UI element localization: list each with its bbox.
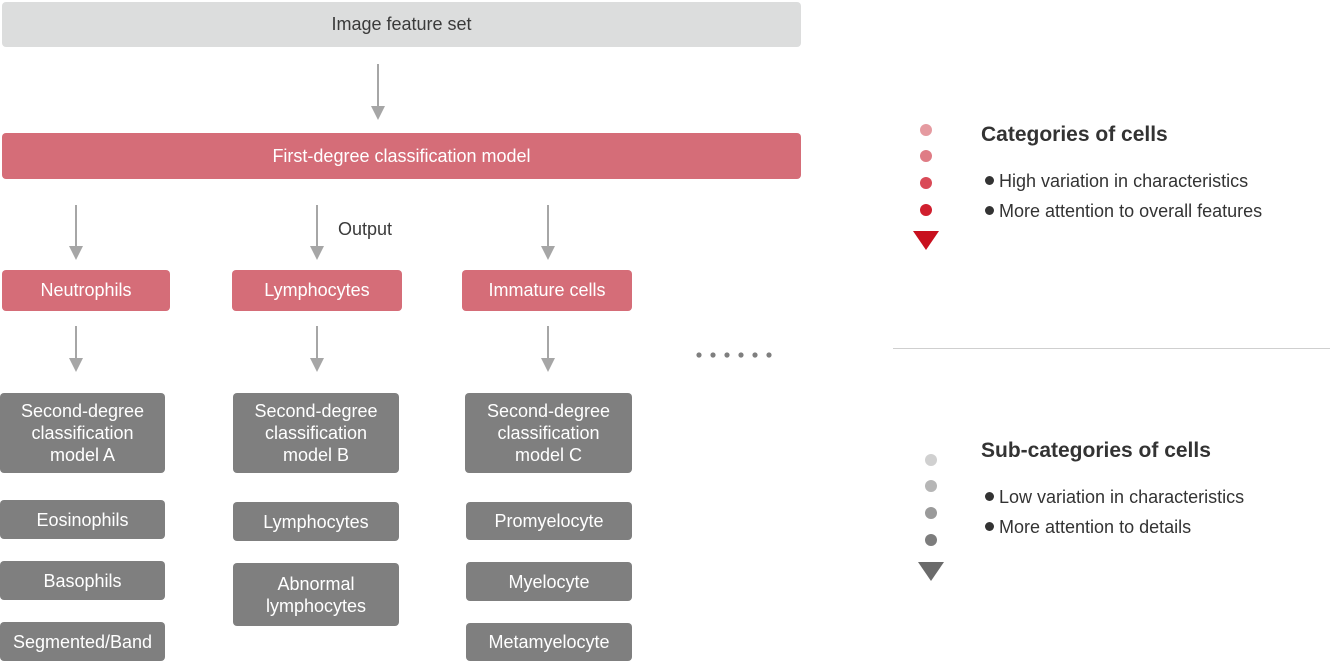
legend-point: High variation in characteristics (985, 171, 1248, 192)
output-label: Output (338, 219, 393, 239)
subtype-box-lymphocytes: Lymphocytes (233, 502, 399, 541)
ellipsis-dots (696, 352, 772, 358)
model-line: Second-degree (20, 401, 145, 421)
legend-dot (925, 507, 937, 519)
legend-dot (925, 454, 937, 466)
image-feature-set-label: Image feature set (331, 14, 472, 34)
model-line: classification (31, 423, 134, 443)
subtype-box-segmented-band: Segmented/Band (0, 622, 165, 661)
first-degree-model-label: First-degree classification model (272, 145, 531, 166)
second-degree-model-a-box: Second-degree classification model A (0, 393, 165, 473)
first-degree-model-box: First-degree classification model (2, 133, 801, 179)
subtype-label: Myelocyte (508, 571, 590, 592)
legend-divider (893, 348, 1330, 349)
legend-point-text: More attention to overall features (999, 201, 1263, 221)
legend-dot (920, 177, 932, 189)
legend-dot (920, 124, 932, 136)
legend-title: Categories of cells (981, 123, 1168, 146)
category-label: Lymphocytes (264, 280, 370, 300)
model-line: Second-degree (254, 401, 378, 421)
category-box-lymphocytes: Lymphocytes (232, 270, 402, 311)
subtype-label: Lymphocytes (263, 511, 369, 532)
legend-point-text: More attention to details (999, 517, 1192, 537)
subtype-label: Eosinophils (36, 509, 129, 530)
legend-point: More attention to details (985, 517, 1191, 538)
model-line: model C (514, 445, 583, 465)
model-line: model A (49, 445, 116, 465)
model-line: classification (264, 423, 368, 443)
subtype-label: Basophils (43, 570, 122, 591)
triangle-down-icon (918, 562, 944, 581)
model-line: classification (497, 423, 600, 443)
subtype-box-basophils: Basophils (0, 561, 165, 600)
category-box-neutrophils: Neutrophils (2, 270, 170, 311)
category-label: Immature cells (488, 280, 606, 300)
subtype-box-myelocyte: Myelocyte (466, 562, 632, 601)
category-label: Neutrophils (40, 280, 132, 300)
legend-dot (920, 150, 932, 162)
second-degree-model-b-box: Second-degree classification model B (233, 393, 399, 473)
model-line: model B (282, 445, 350, 465)
subtype-label: Promyelocyte (494, 511, 604, 531)
legend-point: Low variation in characteristics (985, 487, 1244, 508)
legend-dot (920, 204, 932, 216)
image-feature-set-box: Image feature set (2, 2, 801, 47)
legend-point-text: Low variation in characteristics (999, 487, 1245, 507)
legend-point-text: High variation in characteristics (999, 171, 1249, 191)
second-degree-model-c-box: Second-degree classification model C (465, 393, 632, 473)
subtype-label: Metamyelocyte (488, 632, 610, 652)
category-box-immature-cells: Immature cells (462, 270, 632, 311)
subtype-box-abnormal-lymphocytes: Abnormal lymphocytes (233, 563, 399, 626)
subtype-label: lymphocytes (265, 595, 367, 616)
subtype-box-promyelocyte: Promyelocyte (466, 502, 632, 540)
subtype-label: Segmented/Band (12, 631, 153, 652)
legend-title: Sub-categories of cells (981, 439, 1211, 462)
triangle-down-icon (913, 231, 939, 250)
legend-dot (925, 480, 937, 492)
subtype-box-metamyelocyte: Metamyelocyte (466, 623, 632, 661)
subtype-label: Abnormal (277, 573, 355, 594)
model-line: Second-degree (486, 401, 611, 421)
legend-point: More attention to overall features (985, 201, 1262, 222)
subtype-box-eosinophils: Eosinophils (0, 500, 165, 539)
legend-dot (925, 534, 937, 546)
